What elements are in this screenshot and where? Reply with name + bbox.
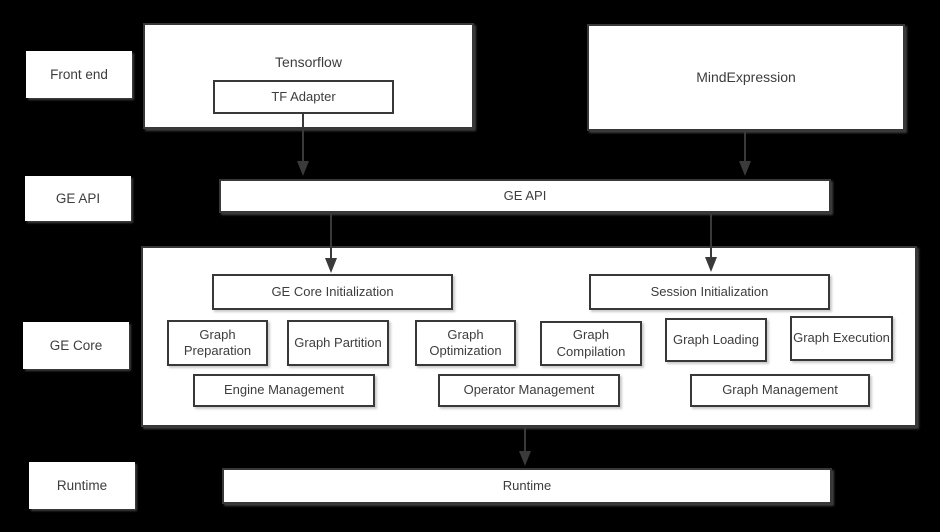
tensorflow-title: Tensorflow: [275, 54, 342, 70]
arrow-ge-api-to-ge-core-initialization: [325, 213, 337, 273]
graph-partition-label: Graph Partition: [294, 334, 382, 350]
mindexpression-label: MindExpression: [696, 68, 796, 85]
row-label-front-end-text: Front end: [50, 67, 108, 82]
mindexpression-box: MindExpression: [587, 24, 905, 131]
arrow-down-icon: [519, 451, 531, 466]
tensorflow-box: Tensorflow TF Adapter: [143, 23, 474, 129]
graph-execution-box: Graph Execution: [790, 316, 893, 361]
arrow-shaft: [744, 131, 746, 161]
engine-management-box: Engine Management: [193, 374, 375, 407]
arrow-ge-api-to-session-initialization: [705, 213, 717, 272]
row-label-ge-core-text: GE Core: [49, 338, 103, 353]
operator-management-box: Operator Management: [438, 374, 620, 407]
arrow-mindexpression-to-ge-api: [739, 131, 751, 176]
ge-api-box: GE API: [219, 179, 831, 213]
ge-core-box: GE Core Initialization Session Initializ…: [141, 246, 917, 427]
session-initialization-box: Session Initialization: [589, 274, 830, 310]
arrow-down-icon: [297, 161, 309, 176]
session-initialization-label: Session Initialization: [650, 283, 769, 299]
arrow-shaft: [710, 213, 712, 257]
arrow-down-icon: [739, 161, 751, 176]
runtime-box: Runtime: [222, 468, 832, 504]
ge-core-initialization-label: GE Core Initialization: [271, 283, 394, 299]
graph-loading-label: Graph Loading: [672, 331, 759, 347]
row-label-front-end: Front end: [26, 51, 132, 98]
graph-compilation-box: Graph Compilation: [540, 321, 642, 366]
arrow-down-icon: [325, 258, 337, 273]
graph-partition-box: Graph Partition: [287, 320, 389, 366]
graph-compilation-label: Graph Compilation: [556, 327, 626, 359]
arrow-shaft: [330, 213, 332, 258]
ge-core-initialization-box: GE Core Initialization: [212, 274, 453, 310]
operator-management-label: Operator Management: [463, 382, 595, 398]
arrow-shaft: [524, 427, 526, 451]
graph-management-label: Graph Management: [722, 382, 838, 398]
engine-management-label: Engine Management: [224, 382, 344, 398]
row-label-runtime: Runtime: [29, 462, 135, 509]
arrow-shaft: [302, 114, 304, 161]
arrow-down-icon: [705, 257, 717, 272]
graph-optimization-box: Graph Optimization: [415, 320, 516, 366]
runtime-label: Runtime: [502, 477, 552, 493]
graph-execution-label: Graph Execution: [793, 330, 890, 346]
graph-management-box: Graph Management: [690, 374, 870, 407]
graph-preparation-box: Graph Preparation: [167, 320, 268, 366]
row-label-ge-core: GE Core: [23, 322, 129, 369]
tf-adapter-label: TF Adapter: [271, 88, 336, 104]
row-label-runtime-text: Runtime: [56, 478, 108, 493]
graph-loading-box: Graph Loading: [665, 318, 767, 362]
row-label-ge-api: GE API: [25, 176, 131, 221]
row-label-ge-api-text: GE API: [55, 191, 101, 206]
arrow-ge-core-to-runtime: [519, 427, 531, 466]
graph-preparation-label: Graph Preparation: [183, 326, 252, 358]
graph-optimization-label: Graph Optimization: [429, 326, 502, 358]
arrow-tf-adapter-to-ge-api: [297, 114, 309, 176]
ge-api-label: GE API: [503, 187, 547, 203]
tf-adapter-box: TF Adapter: [213, 80, 394, 114]
